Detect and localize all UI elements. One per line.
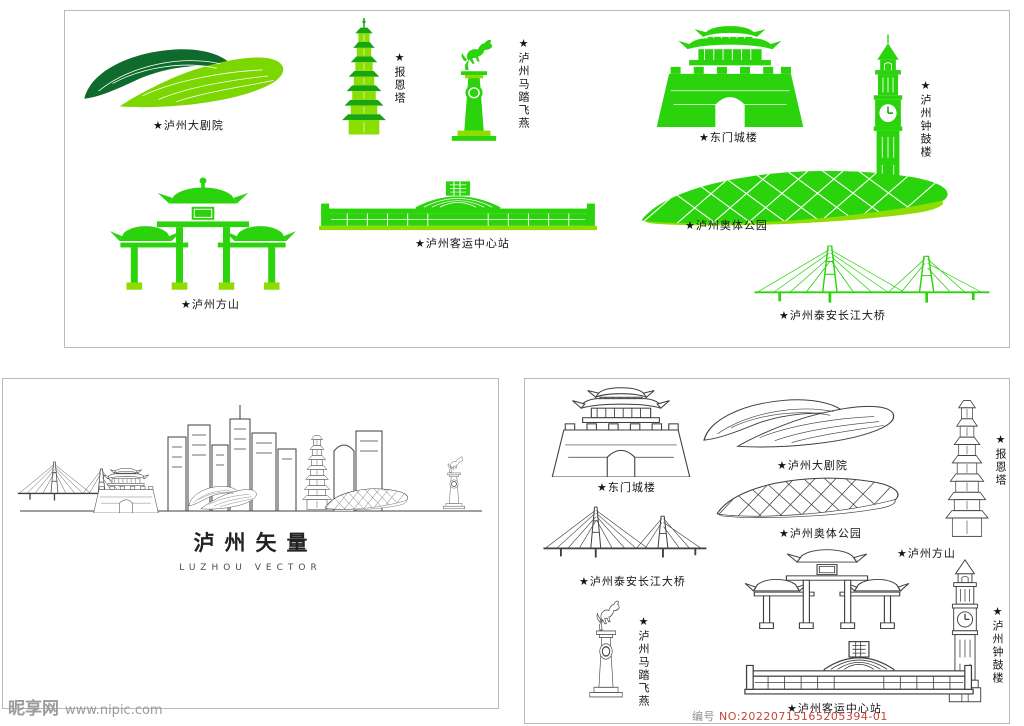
clock-tower-label-outline: ★泸州钟鼓楼 [991,605,1004,685]
gate-tower-icon [93,468,159,513]
archway-icon [110,178,296,290]
pagoda-figure-outline [945,387,989,537]
fangshan-label: ★泸州方山 [181,298,240,311]
station-label: ★泸州客运中心站 [415,237,510,250]
gate-tower-icon [552,388,690,477]
stadium-figure-green [631,161,963,233]
station-label-outline: ★泸州客运中心站 [787,702,882,715]
theater-figure-outline [699,393,901,455]
fangshan-label-outline: ★泸州方山 [897,547,956,560]
theater-icon [84,49,283,107]
skyline-title: 泸州矢量 [193,530,318,555]
theater-figure-green [79,41,291,117]
serial-label: 编号 [692,710,715,723]
horse-statue-icon [442,456,466,510]
skyline-subtitle: LUZHOU VECTOR [179,563,322,573]
pagoda-icon [342,18,386,135]
serial-value: NO:20220715165205394-01 [719,710,888,723]
stadium-label: ★泸州奥体公园 [685,219,768,232]
gate-label: ★东门城楼 [699,131,758,144]
horse-label-outline: ★泸州马踏飞燕 [637,615,650,708]
bridge-figure-outline [541,499,709,565]
stadium-figure-outline [711,471,907,523]
gate-label-outline: ★东门城楼 [597,481,656,494]
skyline-panel: 泸州矢量 LUZHOU VECTOR [2,378,499,709]
horse-label: ★泸州马踏飞燕 [517,37,530,130]
outline-landmarks-panel: ★东门城楼 ★泸州大剧院 ★报恩塔 ★泸州奥体公园 ★泸州泰安长江大桥 ★泸州方… [524,378,1010,724]
bridge-figure-green [751,237,993,311]
watermark: 昵享网 www.nipic.com [8,694,163,719]
station-icon [319,181,597,230]
pagoda-icon [302,428,332,511]
horse-figure-outline [579,589,633,699]
archway-icon [745,542,909,628]
fangshan-figure-outline [739,537,915,631]
horse-statue-icon [452,40,496,141]
bridge-label-outline: ★泸州泰安长江大桥 [579,575,686,588]
gate-tower-icon [657,26,804,127]
stadium-label-outline: ★泸州奥体公园 [779,527,862,540]
watermark-site-name: 昵享网 [8,699,59,719]
clock-tower-label: ★泸州钟鼓楼 [919,79,932,159]
pagoda-icon [946,388,988,536]
watermark-url: www.nipic.com [65,703,163,718]
skyline-illustration [17,405,482,513]
serial-number: 编号 NO:20220715165205394-01 [692,708,888,724]
green-silhouettes-panel: ★泸州大剧院 ★报恩塔 ★泸州马踏飞燕 ★东门城楼 ★泸州钟鼓楼 ★泸州方山 ★… [64,10,1010,348]
station-icon [745,642,973,694]
bridge-label: ★泸州泰安长江大桥 [779,309,886,322]
pagoda-label: ★报恩塔 [393,51,406,105]
theater-label-outline: ★泸州大剧院 [777,459,848,472]
theater-label: ★泸州大剧院 [153,119,224,132]
station-figure-outline [735,637,983,697]
gate-figure-outline [545,385,697,477]
stadium-icon [711,471,907,523]
bridge-icon [543,507,706,558]
stadium-icon [631,161,963,233]
station-figure-green [307,177,609,233]
theater-icon [704,400,894,447]
pagoda-figure-green [341,17,387,135]
horse-statue-icon [590,601,622,697]
gate-figure-green [649,23,811,127]
fangshan-figure-green [103,171,303,293]
bridge-icon [755,246,990,303]
pagoda-label-outline: ★报恩塔 [994,433,1007,487]
horse-figure-green [437,27,511,143]
